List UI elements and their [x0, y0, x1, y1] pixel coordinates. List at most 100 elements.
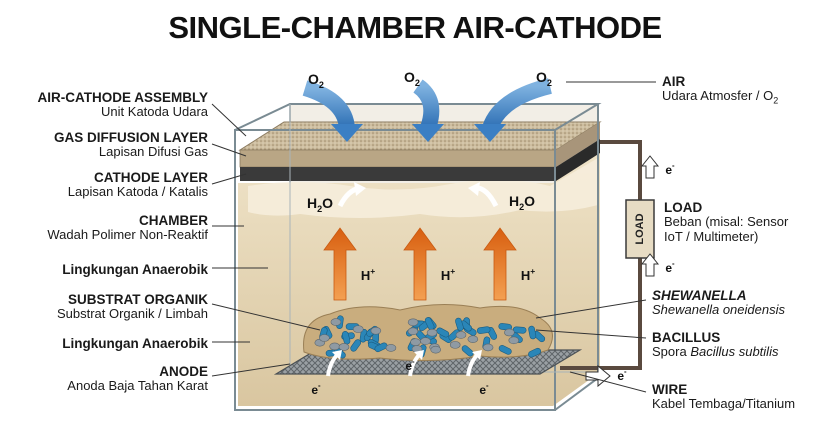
shewanella-cell — [498, 323, 512, 331]
o2-label-3: O2 — [536, 69, 552, 88]
bacillus-spore — [504, 328, 515, 337]
electron-label-3-base: e — [479, 383, 486, 397]
label-load: LOAD Beban (misal: Sensor IoT / Multimet… — [664, 200, 788, 244]
o2-label-1-base: O — [308, 71, 319, 87]
o2-arrow-2-head — [412, 124, 444, 142]
o2-label-1: O2 — [308, 71, 324, 90]
label-substrate-title: SUBSTRAT ORGANIK — [68, 292, 208, 307]
leader-cathode-layer — [211, 173, 247, 185]
proton-arrow-2-label-sup: + — [450, 266, 455, 276]
label-bacillus-subtitle-italic: Bacillus subtilis — [690, 344, 779, 360]
h2o-label-left-sub: 2 — [317, 204, 322, 214]
o2-arrow-3-shaft — [482, 78, 553, 132]
shewanella-cell — [455, 317, 464, 332]
gas-diffusion-layer-side — [556, 122, 600, 167]
label-air-subtitle: Udara Atmosfer / O — [662, 88, 774, 104]
shewanella-cell — [528, 347, 542, 358]
electron-label-3-sup: - — [486, 381, 489, 390]
label-cathode-layer: CATHODE LAYER Lapisan Katoda / Katalis — [68, 170, 208, 200]
h2o-label-left: H2O — [307, 195, 333, 214]
electron-label-2: e- — [405, 357, 415, 373]
label-bacillus: BACILLUS Spora Bacillus subtilis — [652, 330, 778, 360]
liquid-surface-zone — [248, 158, 598, 218]
label-air-subtitle-wrap: Udara Atmosfer / O2 — [662, 88, 779, 106]
label-load-subtitle-1: Beban (misal: Sensor — [664, 214, 789, 230]
proton-arrow-3-label-base: H — [521, 268, 530, 283]
shewanella-cell — [341, 331, 351, 345]
label-chamber-subtitle: Wadah Polimer Non-Reaktif — [47, 227, 208, 243]
o2-arrow-1-shaft — [302, 80, 355, 130]
cathode-layer — [240, 167, 556, 181]
electron-label-1: e- — [311, 381, 321, 397]
label-bacillus-title: BACILLUS — [652, 330, 721, 345]
proton-arrow-1 — [323, 227, 357, 301]
gas-diffusion-layer-front — [239, 149, 557, 168]
shewanella-cell — [528, 325, 537, 340]
wire-electron-arrow-up-1 — [640, 155, 660, 179]
label-load-title: LOAD — [664, 200, 703, 215]
shewanella-cell — [476, 326, 491, 334]
shewanella-cell — [498, 345, 512, 355]
label-air-title: AIR — [662, 74, 686, 89]
label-cathode-layer-subtitle: Lapisan Katoda / Katalis — [67, 184, 208, 200]
label-air: AIR Udara Atmosfer / O2 — [662, 74, 778, 106]
o2-arrow-3-head — [474, 124, 506, 142]
wire-electron-arrow-up-2 — [640, 253, 660, 277]
h2o-label-right: H2O — [509, 193, 535, 212]
o2-label-2: O2 — [404, 69, 420, 88]
proton-arrow-3-label: H+ — [521, 266, 535, 283]
bacillus-spore — [430, 345, 442, 354]
label-shewanella-subtitle: Shewanella oneidensis — [652, 302, 785, 318]
h2o-label-left-tail: O — [322, 195, 333, 211]
flow-arrows — [302, 78, 660, 388]
label-air-subtitle-sub: 2 — [773, 95, 779, 106]
label-gas-diffusion-layer-title: GAS DIFFUSION LAYER — [53, 130, 208, 145]
label-anaerobic-2-title: Lingkungan Anaerobik — [62, 336, 208, 351]
label-anaerobic-1: Lingkungan Anaerobik — [62, 262, 208, 277]
label-anode-subtitle: Anoda Baja Tahan Karat — [67, 378, 208, 394]
leader-shewanella — [535, 299, 647, 319]
wire-electron-label-1: e- — [665, 161, 675, 177]
label-cathode-layer-title: CATHODE LAYER — [93, 170, 208, 185]
bacillus-spore — [385, 344, 397, 352]
label-wire-subtitle: Kabel Tembaga/Titanium — [652, 396, 796, 412]
electron-arrow-1-head — [332, 350, 342, 360]
label-bacillus-subtitle-wrap: Spora Bacillus subtilis — [652, 344, 779, 360]
shewanella-cell — [461, 345, 474, 357]
proton-arrow-2 — [403, 227, 437, 301]
bacillus-spore — [426, 328, 438, 337]
shewanella-cell — [436, 327, 450, 338]
electron-label-1-sup: - — [318, 381, 321, 390]
label-air-cathode-assembly-subtitle: Unit Katoda Udara — [101, 104, 208, 120]
bacillus-spore — [410, 338, 421, 346]
leader-bacillus — [535, 329, 647, 339]
tank-edge-top — [234, 103, 602, 131]
bacillus-spore — [319, 334, 330, 342]
electron-arrow-2-head — [414, 350, 424, 360]
o2-label-2-sub: 2 — [415, 78, 420, 88]
bacillus-spore — [482, 343, 494, 352]
wire-electron-label-2-sup: - — [672, 259, 675, 268]
proton-arrow-3-label-sup: + — [530, 266, 535, 276]
leader-lines — [211, 81, 656, 393]
label-wire: WIRE Kabel Tembaga/Titanium — [652, 382, 795, 412]
bacillus-spore — [329, 342, 340, 351]
wire-electron-label-2: e- — [665, 259, 675, 275]
bacillus-spore — [370, 326, 382, 335]
bacillus-spore — [338, 343, 350, 351]
h2o-label-right-tail: O — [524, 193, 535, 209]
label-chamber-title: CHAMBER — [139, 213, 208, 228]
label-load-subtitle-2: IoT / Multimeter) — [664, 228, 759, 244]
label-anode-title: ANODE — [159, 364, 208, 379]
o2-arrow-2-shaft — [412, 79, 440, 131]
load-box-label: LOAD — [634, 213, 646, 244]
h2o-label-left-base: H — [307, 195, 317, 211]
bacillus-spore — [449, 341, 461, 349]
wire-electron-label-1-sup: - — [672, 161, 675, 170]
o2-label-3-sub: 2 — [547, 78, 552, 88]
shewanella-cell — [350, 339, 362, 352]
wire-electron-label-3-sup: - — [624, 367, 627, 376]
bacteria-cluster — [314, 315, 546, 359]
leader-air-cathode-assembly — [211, 103, 247, 137]
